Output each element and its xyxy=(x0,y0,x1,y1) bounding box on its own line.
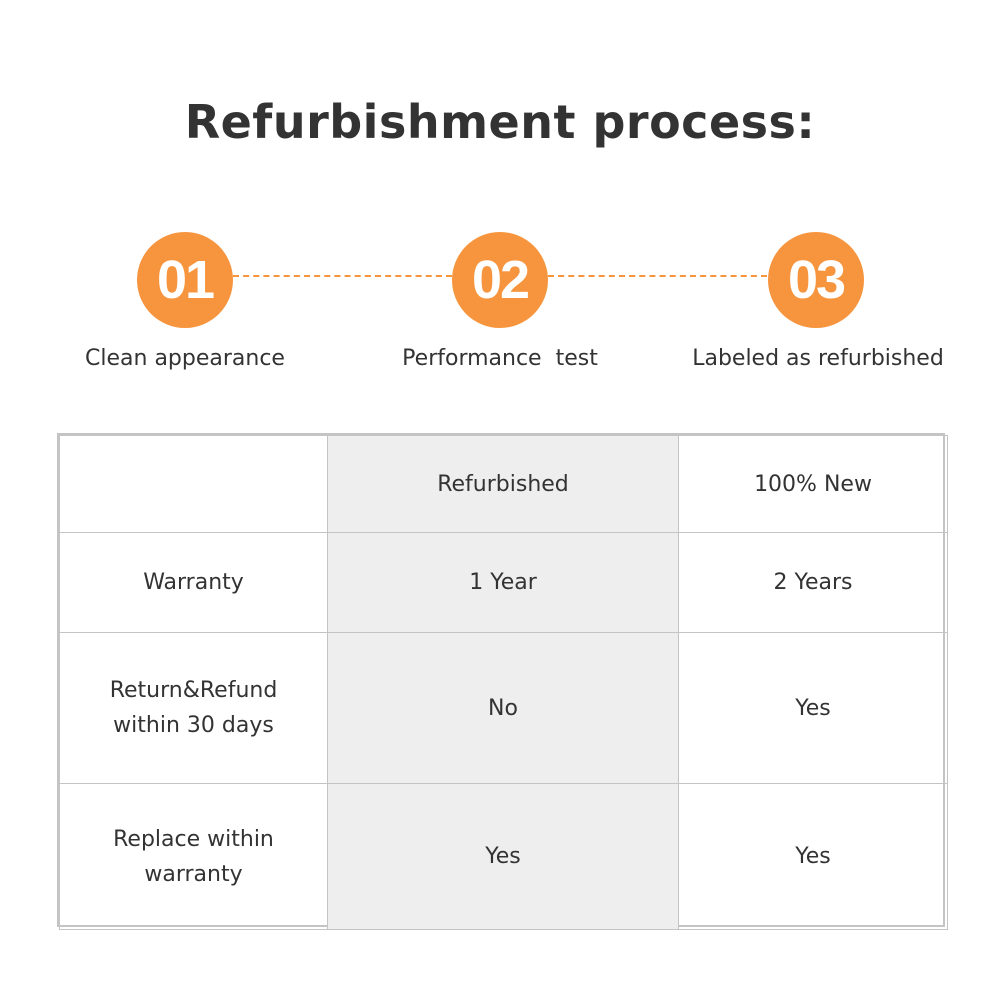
step-number: 03 xyxy=(787,250,846,310)
step-3: 03 Labeled as refurbished xyxy=(668,232,968,374)
table-row: Warranty 1 Year 2 Years xyxy=(59,532,948,633)
step-2: 02 Performance test xyxy=(350,232,650,374)
refurbished-value-cell: 1 Year xyxy=(327,532,679,633)
step-number: 02 xyxy=(471,250,530,310)
step-label: Performance test xyxy=(402,346,598,371)
comparison-table: Refurbished 100% New Warranty 1 Year 2 Y… xyxy=(57,433,948,930)
process-steps: 01 Clean appearance 02 Performance test … xyxy=(0,232,1000,392)
step-1: 01 Clean appearance xyxy=(35,232,335,374)
feature-cell: Replace within warranty xyxy=(59,783,328,930)
feature-line: warranty xyxy=(144,861,243,887)
table-row: Replace within warranty Yes Yes xyxy=(59,783,948,930)
dashed-connector-2-3 xyxy=(548,275,767,277)
header-cell-refurbished: Refurbished xyxy=(327,435,679,533)
feature-line: within 30 days xyxy=(113,713,274,738)
feature-line: Return&Refund xyxy=(109,678,278,703)
feature-cell: Warranty xyxy=(59,532,328,633)
refurbished-value-cell: No xyxy=(327,632,679,784)
table-row: Return&Refund within 30 days No Yes xyxy=(59,632,948,784)
refurbished-value-cell: Yes xyxy=(327,783,679,930)
step-number-badge: 02 xyxy=(452,232,548,328)
new-value-cell: 2 Years xyxy=(678,532,948,633)
header-cell-empty xyxy=(59,435,328,533)
new-value-cell: Yes xyxy=(678,632,948,784)
page-title: Refurbishment process: xyxy=(184,95,816,149)
header-cell-new: 100% New xyxy=(678,435,948,533)
feature-cell: Return&Refund within 30 days xyxy=(59,632,328,784)
step-label: Labeled as refurbished xyxy=(692,346,944,371)
step-label: Clean appearance xyxy=(85,346,285,371)
dashed-connector-1-2 xyxy=(233,275,452,277)
table-header-row: Refurbished 100% New xyxy=(59,435,948,533)
feature-line: Replace within xyxy=(113,826,274,852)
step-number-badge: 03 xyxy=(768,232,864,328)
step-number: 01 xyxy=(156,250,215,310)
new-value-cell: Yes xyxy=(678,783,948,930)
step-number-badge: 01 xyxy=(137,232,233,328)
